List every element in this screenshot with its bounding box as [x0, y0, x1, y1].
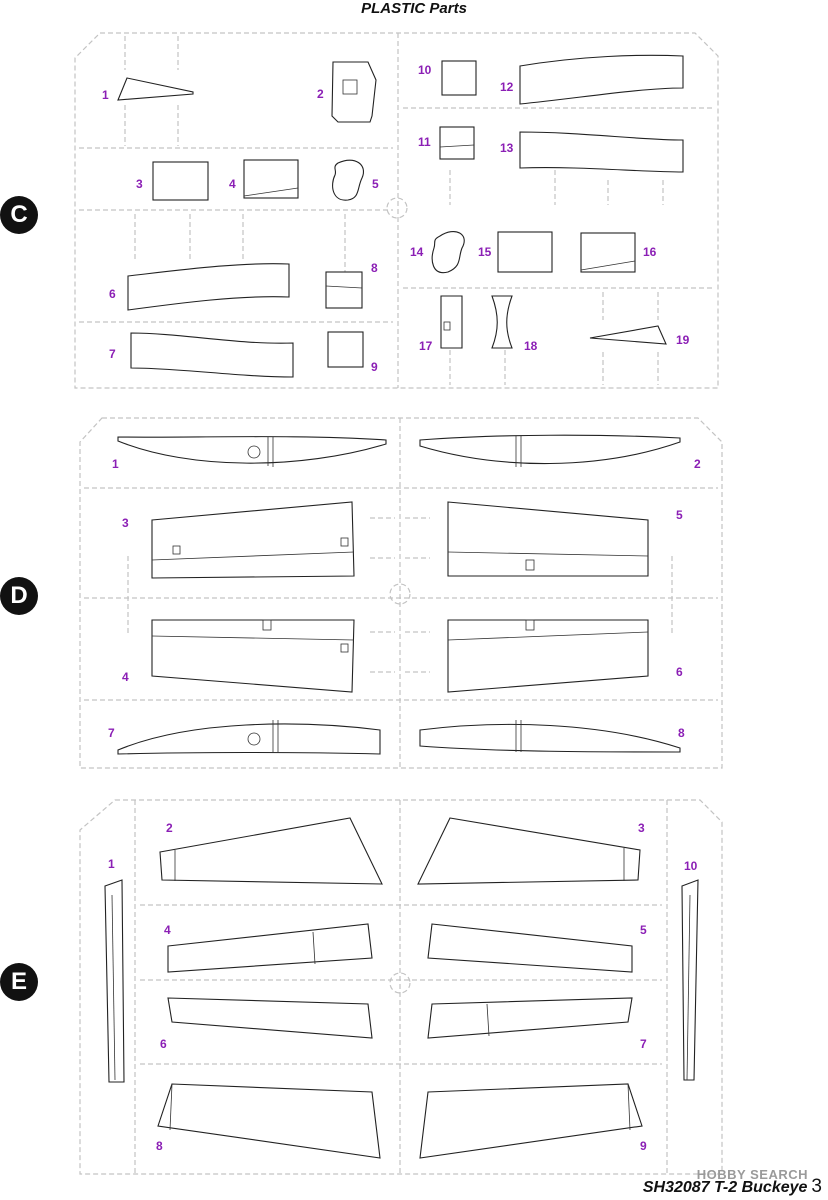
sprue-c: 1 2 3 4 5 6 7 8 9 10 11 12 13 14 15 16 1…	[74, 32, 719, 389]
d-part-6	[447, 619, 649, 693]
c-part-17	[440, 295, 463, 349]
c-part-18	[491, 295, 513, 349]
part-number: 2	[166, 821, 173, 835]
part-number: 8	[371, 261, 378, 275]
part-number: 11	[418, 135, 431, 149]
c-part-9	[327, 331, 364, 368]
e-part-4	[167, 923, 373, 973]
part-number: 19	[676, 333, 690, 347]
page-title: PLASTIC Parts	[361, 0, 467, 17]
part-number: 3	[136, 177, 143, 191]
c-part-15	[497, 231, 553, 273]
part-number: 12	[500, 80, 514, 94]
c-part-13	[519, 131, 684, 173]
e-part-1	[104, 879, 125, 1083]
part-number: 9	[640, 1139, 647, 1153]
part-number: 10	[418, 63, 432, 77]
sprue-label-d: D	[0, 577, 38, 615]
c-part-11	[439, 126, 475, 160]
c-part-8	[325, 271, 363, 309]
c-part-10	[441, 60, 477, 96]
d-part-8	[419, 723, 681, 753]
part-number: 3	[122, 516, 129, 530]
part-number: 10	[684, 859, 698, 873]
part-number: 2	[694, 457, 701, 471]
c-part-3	[152, 161, 209, 201]
part-number: 6	[109, 287, 116, 301]
part-number: 16	[643, 245, 657, 259]
part-number: 18	[524, 339, 538, 353]
part-number: 1	[102, 88, 109, 102]
e-part-8	[157, 1083, 381, 1159]
e-part-5	[427, 923, 633, 973]
part-number: 7	[109, 347, 116, 361]
sprue-label-c: C	[0, 196, 38, 234]
part-number: 7	[640, 1037, 647, 1051]
c-part-1	[117, 77, 194, 101]
part-number: 4	[229, 177, 236, 191]
d-part-5	[447, 501, 649, 577]
c-part-14	[431, 231, 465, 274]
part-number: 4	[164, 923, 171, 937]
sprue-label-e: E	[0, 963, 38, 1001]
part-number: 17	[419, 339, 433, 353]
d-part-3	[151, 501, 355, 579]
part-number: 6	[160, 1037, 167, 1051]
page-number: 3	[811, 1176, 822, 1197]
d-part-7	[117, 723, 381, 755]
c-part-19	[589, 325, 667, 345]
e-part-10	[681, 879, 699, 1081]
part-number: 3	[638, 821, 645, 835]
e-part-7	[427, 997, 633, 1039]
part-number: 8	[156, 1139, 163, 1153]
part-number: 4	[122, 670, 129, 684]
part-number: 9	[371, 360, 378, 374]
part-number: 14	[410, 245, 424, 259]
part-number: 5	[676, 508, 683, 522]
e-part-6	[167, 997, 373, 1039]
d-part-2	[419, 434, 681, 465]
kit-code: SH32087 T-2 Buckeye	[642, 1179, 808, 1196]
part-number: 6	[676, 665, 683, 679]
sprue-e: 1 2 3 4 5 6 7 8 9 10	[79, 799, 723, 1175]
c-part-2	[331, 61, 377, 123]
part-number: 8	[678, 726, 685, 740]
c-part-7	[130, 332, 294, 378]
c-part-12	[519, 54, 684, 105]
e-part-9	[419, 1083, 643, 1159]
part-number: 1	[108, 857, 115, 871]
watermark: HOBBY SEARCH	[696, 1167, 808, 1182]
e-part-3	[417, 817, 641, 885]
d-part-4	[151, 619, 355, 693]
part-number: 5	[640, 923, 647, 937]
part-number: 15	[478, 245, 492, 259]
part-number: 13	[500, 141, 514, 155]
c-part-6	[127, 263, 290, 311]
c-part-16	[580, 232, 636, 273]
c-part-5	[332, 159, 364, 201]
part-number: 2	[317, 87, 324, 101]
d-part-1	[117, 436, 387, 464]
e-part-2	[159, 817, 383, 885]
sprue-d: 1 2 3 4 5 6 7 8	[79, 417, 723, 769]
part-number: 1	[112, 457, 119, 471]
part-number: 7	[108, 726, 115, 740]
part-number: 5	[372, 177, 379, 191]
